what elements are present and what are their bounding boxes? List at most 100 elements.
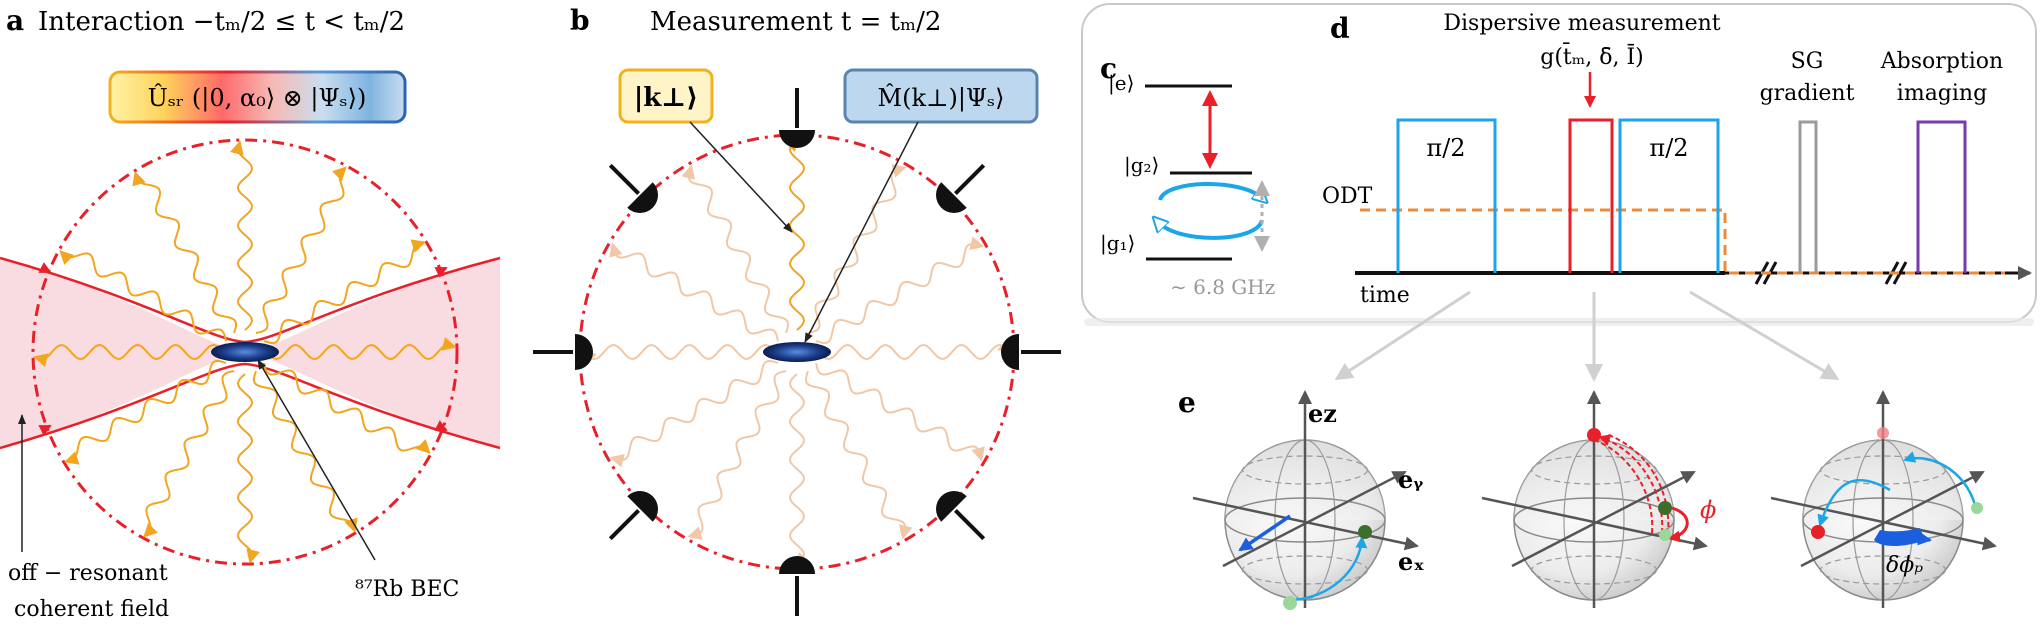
panel-e: e eᴢ eᵧ eₓ ϕ δϕₚ [1178, 386, 1997, 610]
photon-wave-a [64, 359, 227, 465]
laser-beam-lower-edge [0, 362, 501, 450]
pi-half-pulse-1 [1396, 118, 1497, 273]
photon-wave-b [788, 373, 810, 568]
panel-b-title: Measurement t = tₘ/2 [650, 7, 941, 37]
photon-wave-b [609, 359, 779, 468]
photon-detector [779, 88, 815, 148]
level-e-label: |e⟩ [1108, 71, 1134, 96]
photon-wave-b [687, 370, 787, 540]
state-after-pulse [1358, 525, 1372, 539]
state-faded [1971, 502, 1983, 514]
photon-detector [936, 163, 986, 213]
photon-wave-b [815, 236, 985, 345]
panel-c-letter: c [1100, 52, 1117, 85]
sg-label-1: SG [1791, 49, 1824, 74]
unitary-state-box [108, 70, 407, 124]
detectors [533, 88, 1061, 616]
photon-wave-a [230, 140, 254, 331]
photon-wave-b [681, 164, 790, 334]
beam-arrow-lr [434, 420, 448, 432]
abs-label-2: imaging [1897, 81, 1987, 106]
k-perp-box [618, 68, 714, 124]
state-final [1811, 525, 1825, 539]
odt-label: ODT [1322, 184, 1373, 209]
scattered-photons-a [33, 140, 457, 564]
photon-detector [533, 334, 593, 370]
bloch-sphere [1770, 390, 1997, 608]
state-initial-faded [1659, 529, 1671, 541]
photon-wave-b [807, 164, 907, 334]
photon-detector [608, 491, 658, 541]
panel-a-letter: a [6, 4, 24, 37]
pi-half-label-1: π/2 [1426, 134, 1465, 162]
bec-pointer [257, 359, 376, 561]
axis-ex-label: eₓ [1398, 547, 1425, 576]
photon-wave-b [609, 242, 779, 342]
photon-wave-b [818, 339, 1013, 361]
panel-d: d Dispersive measurement g(t̄ₘ, δ̄, Ī) t… [1322, 11, 2032, 382]
panel-e-letter: e [1178, 386, 1196, 419]
sg-gradient-pulse [1798, 120, 1818, 273]
panel-b: b Measurement t = tₘ/2 |k⊥⟩ M̂(k⊥)|Ψₛ⟩ [533, 4, 1061, 616]
unitary-state-label: Ûₛᵣ (|0, α₀⟩ ⊗ |Ψₛ⟩) [148, 83, 367, 113]
photon-detector [779, 556, 815, 616]
dispersive-function: g(t̄ₘ, δ̄, Ī) [1540, 42, 1644, 70]
axis-break-2b [1892, 261, 1908, 285]
bec-cloud-a [211, 342, 279, 362]
field-label-1: off − resonant [8, 561, 168, 586]
photon-wave-k-perp [784, 137, 806, 331]
state-pole-faded [1877, 427, 1889, 439]
bec-label: ⁸⁷Rb BEC [355, 577, 459, 602]
imaging-pulse [1916, 120, 1967, 273]
photon-wave-b [581, 343, 776, 365]
panel-a-title: Interaction −tₘ/2 ≤ t < tₘ/2 [38, 7, 405, 37]
time-label: time [1360, 283, 1410, 308]
photon-wave-a [143, 370, 235, 538]
dispersive-pulse [1568, 118, 1614, 273]
pi-half-label-2: π/2 [1649, 134, 1688, 162]
field-label-2: coherent field [14, 597, 169, 622]
photon-wave-a [252, 370, 358, 533]
bec-cloud-b [763, 342, 831, 362]
state-initial [1283, 596, 1297, 610]
axis-ez-label: eᴢ [1308, 399, 1337, 428]
photon-detector [608, 163, 658, 213]
odt-trace [1360, 208, 2005, 275]
level-g1-label: |g₁⟩ [1100, 231, 1135, 256]
beam-arrow-ur [434, 266, 448, 278]
sg-label-2: gradient [1760, 81, 1855, 106]
dispersive-title: Dispersive measurement [1443, 11, 1720, 36]
photon-wave-a [33, 343, 224, 367]
photon-wave-b [804, 370, 913, 540]
bloch-sphere [1192, 390, 1419, 610]
abs-label-1: Absorption [1880, 49, 2003, 74]
state-projected [1587, 428, 1601, 442]
photon-wave-a [255, 166, 347, 334]
panel-d-letter: d [1330, 12, 1350, 45]
hyperfine-frequency: ∼ 6.8 GHz [1170, 275, 1275, 299]
panel-b-letter: b [570, 4, 590, 37]
bloch-sphere [1481, 390, 1708, 608]
k-perp-pointer [689, 121, 793, 233]
photon-wave-a [266, 337, 457, 361]
measurement-label: M̂(k⊥)|Ψₛ⟩ [878, 84, 1005, 113]
photon-detector [936, 491, 986, 541]
photon-wave-a [263, 239, 426, 345]
state-equator [1658, 501, 1672, 515]
photon-wave-b [815, 362, 985, 462]
axis-ey-label: eᵧ [1398, 465, 1424, 494]
phi-label: ϕ [1700, 496, 1716, 524]
photon-detector [1001, 334, 1061, 370]
interaction-circle [31, 138, 459, 566]
photon-wave-a [59, 250, 227, 342]
beam-arrow-ll [38, 424, 52, 436]
beam-arrow-ul [38, 262, 52, 274]
measurement-pointer [804, 121, 919, 343]
connector-3 [1689, 290, 1840, 381]
photon-wave-a [132, 171, 238, 334]
pi-half-pulse-2 [1618, 118, 1720, 273]
measurement-box [843, 68, 1039, 124]
delta-phi-label: δϕₚ [1886, 553, 1923, 578]
k-perp-label: |k⊥⟩ [634, 83, 698, 113]
level-g2-label: |g₂⟩ [1124, 153, 1159, 178]
